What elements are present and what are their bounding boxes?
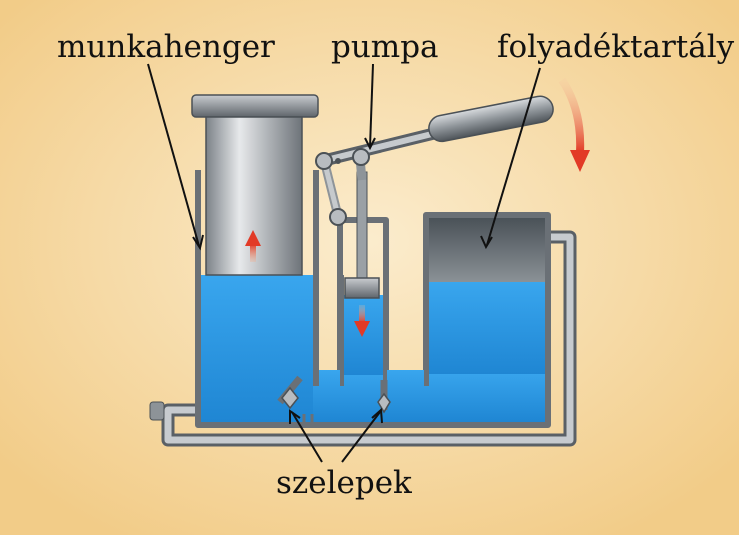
reservoir-wall xyxy=(424,215,429,386)
piston-down-arrow xyxy=(354,305,370,337)
label-fluid-reservoir: folyadéktartály xyxy=(497,29,735,65)
pipe-cap xyxy=(149,401,165,421)
valve-left xyxy=(277,375,314,422)
ram-up-arrow xyxy=(245,230,261,262)
working-cylinder-ram xyxy=(191,94,319,276)
pump-wall-right xyxy=(383,220,387,386)
pivot-joints xyxy=(315,148,370,226)
pump-wall-left xyxy=(340,275,344,386)
label-working-cylinder: munkahenger xyxy=(57,29,275,65)
leader-lines xyxy=(147,63,541,463)
label-pump: pumpa xyxy=(331,29,439,65)
handle-down-arrow xyxy=(558,77,590,172)
valve-right xyxy=(377,380,391,414)
reservoir-fluid xyxy=(429,282,545,374)
cylinder-wall xyxy=(313,275,319,386)
label-valves: szelepek xyxy=(276,465,412,501)
reservoir-air-space xyxy=(429,218,545,282)
pump-handle xyxy=(320,95,554,166)
return-pipe xyxy=(161,230,577,447)
